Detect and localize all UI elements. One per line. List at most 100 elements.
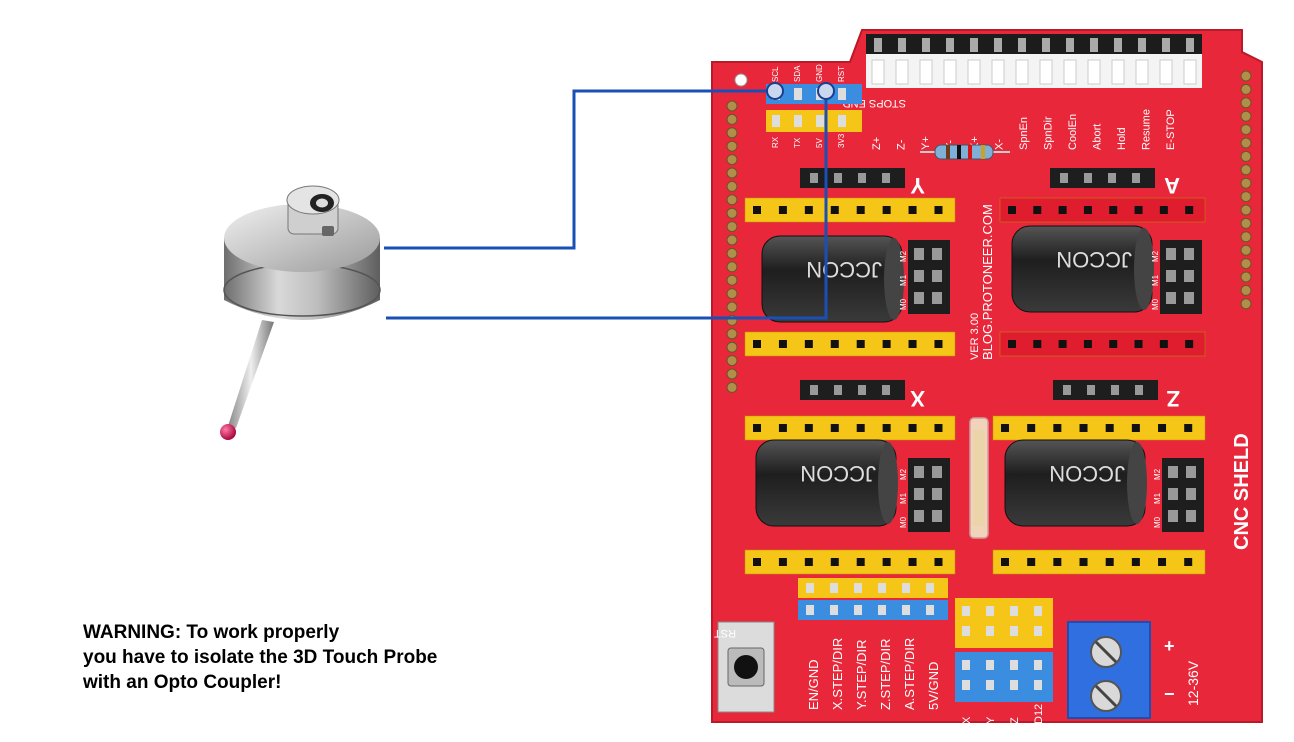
small-header <box>1053 380 1158 400</box>
edge-hole <box>726 167 738 179</box>
header-socket <box>1015 59 1029 85</box>
driver-socket <box>744 197 956 223</box>
serial-pin <box>838 115 846 127</box>
bottom-label: EN/GND <box>806 659 821 710</box>
serial-label: GND <box>815 64 824 82</box>
microstep-pin <box>1168 466 1178 478</box>
socket-hole <box>1033 340 1042 348</box>
microstep-label: M2 <box>899 468 908 480</box>
serial-label: 3V3 <box>837 133 846 148</box>
top-pin-header <box>866 34 1202 54</box>
socket-hole <box>1184 558 1193 566</box>
socket-hole <box>1001 424 1009 432</box>
socket-hole <box>804 424 813 432</box>
microstep-pin <box>914 270 924 282</box>
serial-pin <box>794 88 802 100</box>
driver-socket <box>999 331 1206 357</box>
microstep-label: M0 <box>1151 298 1160 310</box>
edge-hole <box>726 127 738 139</box>
socket-hole <box>1079 424 1088 432</box>
header-socket <box>871 59 885 85</box>
edge-hole <box>1240 137 1252 149</box>
capacitor-end <box>1127 442 1147 524</box>
socket-hole <box>882 558 891 566</box>
small-header-pin <box>810 385 818 395</box>
jumper-pin <box>962 626 970 636</box>
edge-hole <box>726 221 738 233</box>
left-edge-holes <box>726 100 738 393</box>
socket-hole <box>1105 558 1114 566</box>
socket-hole <box>1134 206 1143 214</box>
microstep-pin <box>914 292 924 304</box>
small-black-headers <box>800 168 1158 400</box>
microstep-label: M1 <box>1151 274 1160 286</box>
socket-hole <box>1027 558 1036 566</box>
jumper-label: X <box>961 716 973 724</box>
microstep-pin <box>1186 488 1196 500</box>
microstep-pin <box>1184 292 1194 304</box>
microstep-pin <box>932 248 942 260</box>
socket-hole <box>1159 206 1168 214</box>
socket-hole <box>1008 206 1016 214</box>
jumper-pin <box>1010 660 1018 670</box>
socket-hole <box>1008 340 1016 348</box>
bottom-label: X.STEP/DIR <box>830 638 845 710</box>
driver-socket <box>744 331 956 357</box>
socket-hole <box>882 206 891 214</box>
edge-hole <box>726 355 738 367</box>
edge-hole <box>726 207 738 219</box>
wire-ground <box>386 91 828 320</box>
header-pin <box>898 38 906 52</box>
cnc-shield-board: Z+Z-Y+Y-X+X-SpnEnSpnDirCoolEnAbortHoldRe… <box>711 29 1263 724</box>
edge-hole <box>726 234 738 246</box>
probe-top <box>224 204 380 272</box>
header-socket <box>919 59 933 85</box>
endstop-label: CoolEn <box>1067 114 1079 150</box>
warning-line-1: WARNING: To work properly <box>83 622 340 643</box>
jumper-pin <box>962 680 970 690</box>
microstep-pin <box>1186 466 1196 478</box>
endstop-label: Z- <box>896 139 908 150</box>
microstep-label: M2 <box>899 250 908 262</box>
serial-pin <box>838 88 846 100</box>
warning-note: WARNING: To work properly you have to is… <box>83 620 437 695</box>
resistor <box>920 144 1010 160</box>
endstop-label: Y+ <box>920 136 932 150</box>
header-socket <box>1039 59 1053 85</box>
endstop-label: SpnDir <box>1043 116 1055 150</box>
top-header-white <box>866 54 1202 88</box>
small-header-pin <box>858 385 866 395</box>
socket-hole <box>804 340 813 348</box>
capacitor-label: JCCON <box>1056 247 1132 272</box>
header-socket <box>991 59 1005 85</box>
socket-hole <box>1033 206 1042 214</box>
bottom-pin <box>854 605 862 615</box>
microstep-label: M0 <box>899 298 908 310</box>
socket-hole <box>1159 340 1168 348</box>
serial-pin <box>816 115 824 127</box>
serial-label: SDA <box>793 65 802 82</box>
board-version: VER 3.00 <box>969 313 981 360</box>
driver-socket <box>999 197 1206 223</box>
jumper-label: Y <box>985 716 997 724</box>
edge-hole <box>726 328 738 340</box>
board-url: BLOG.PROTONEER.COM <box>980 204 995 360</box>
top-header-pins <box>871 38 1197 85</box>
bottom-pin <box>806 605 814 615</box>
header-pin <box>1186 38 1194 52</box>
header-socket <box>1063 59 1077 85</box>
jumper-pin <box>986 606 994 616</box>
bottom-pin <box>854 583 862 593</box>
edge-hole <box>726 194 738 206</box>
header-pin <box>922 38 930 52</box>
edge-hole <box>1240 284 1252 296</box>
socket-hole <box>908 340 917 348</box>
microstep-label: M1 <box>899 492 908 504</box>
bottom-header-blue <box>798 600 948 620</box>
endstop-label: X- <box>994 139 1006 150</box>
jumper-pin <box>1010 626 1018 636</box>
microstep-pin <box>1186 510 1196 522</box>
socket-hole <box>830 206 839 214</box>
microstep-pin <box>1168 488 1178 500</box>
